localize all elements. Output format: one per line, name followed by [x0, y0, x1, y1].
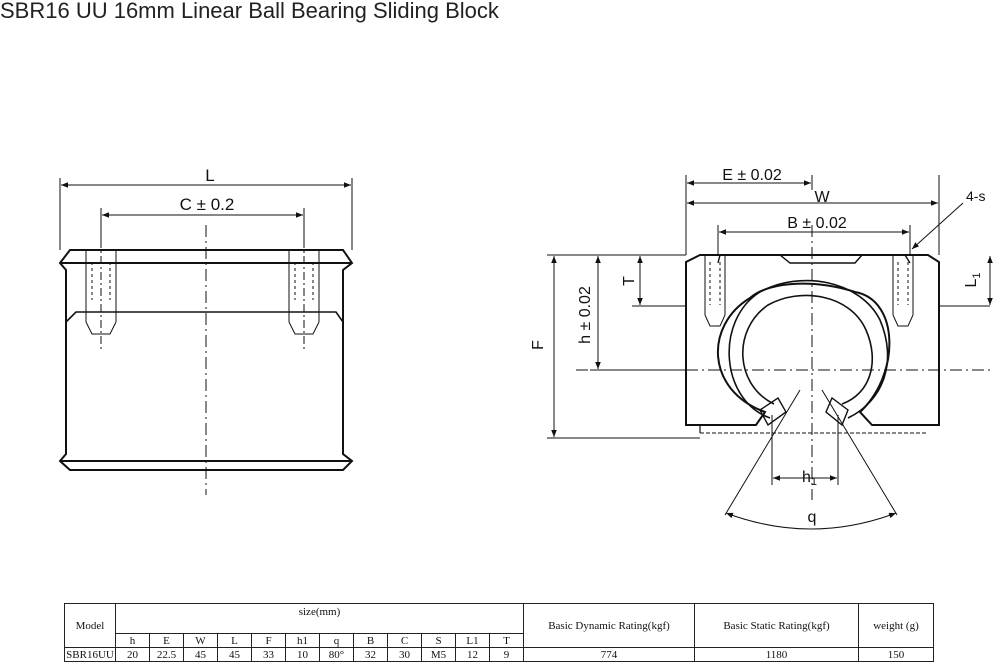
- leader-4-s: [911, 202, 964, 250]
- side-view-top-rail: [717, 254, 911, 264]
- dim-label-E: E ± 0.02: [722, 167, 782, 184]
- cell-value: 12: [455, 647, 490, 662]
- col-header: W: [183, 633, 218, 648]
- col-header: E: [149, 633, 184, 648]
- dim-label-h: h ± 0.02: [577, 286, 594, 344]
- col-header: h: [115, 633, 150, 648]
- cell-value: 33: [251, 647, 286, 662]
- cell-value: M5: [421, 647, 456, 662]
- q-angle-left: [724, 389, 801, 516]
- header-static-rating: Basic Static Rating(kgf): [694, 603, 859, 648]
- col-header: B: [353, 633, 388, 648]
- dim-label-C: C ± 0.2: [180, 195, 235, 214]
- header-size: size(mm): [115, 603, 524, 634]
- col-header: q: [319, 633, 354, 648]
- front-view-tapped-hole-left: [85, 250, 117, 335]
- dim-label-B: B ± 0.02: [787, 215, 847, 232]
- front-view: [58, 225, 354, 495]
- cell-value: 20: [115, 647, 150, 662]
- table-row: SBR16UU 20 22.5 45 45 33 10 80° 32 30 M5…: [64, 647, 934, 662]
- side-view-bearing-outer: [728, 279, 889, 419]
- dim-label-h1: h1: [802, 469, 817, 488]
- dim-label-q: q: [808, 509, 817, 526]
- dim-label-W: W: [814, 189, 830, 206]
- dim-label-L1: L1: [963, 272, 983, 287]
- cell-static-rating: 1180: [694, 647, 859, 662]
- cell-value: 32: [353, 647, 388, 662]
- page-title: SBR16 UU 16mm Linear Ball Bearing Slidin…: [0, 0, 499, 23]
- col-header: C: [387, 633, 422, 648]
- side-view-tapped-hole-right: [892, 255, 914, 327]
- spec-table: Model size(mm) Basic Dynamic Rating(kgf)…: [64, 603, 934, 662]
- cell-weight: 150: [858, 647, 934, 662]
- dim-label-4-s: 4-s: [966, 188, 985, 204]
- side-view: [576, 225, 992, 500]
- side-view-seal-left: [759, 397, 787, 427]
- dim-label-T: T: [621, 276, 638, 286]
- dim-label-L: L: [205, 166, 214, 185]
- col-header: S: [421, 633, 456, 648]
- cell-value: 45: [217, 647, 252, 662]
- front-view-dimensions: [59, 178, 353, 250]
- cell-value: 22.5: [149, 647, 184, 662]
- cell-value: 30: [387, 647, 422, 662]
- q-angle-right: [821, 389, 898, 516]
- side-view-tapped-hole-left: [704, 255, 726, 327]
- technical-drawing: L C ± 0.2: [58, 166, 993, 530]
- front-view-lower-block: [65, 311, 344, 323]
- col-header: L: [217, 633, 252, 648]
- dim-label-F: F: [530, 340, 547, 350]
- cell-value: 80°: [319, 647, 354, 662]
- side-view-bearing-inner: [742, 294, 874, 405]
- col-header: h1: [285, 633, 320, 648]
- cell-dynamic-rating: 774: [523, 647, 695, 662]
- col-header: T: [489, 633, 524, 648]
- col-header: L1: [455, 633, 490, 648]
- header-dynamic-rating: Basic Dynamic Rating(kgf): [523, 603, 695, 648]
- header-model: Model: [64, 603, 116, 648]
- cell-value: 9: [489, 647, 524, 662]
- header-weight: weight (g): [858, 603, 934, 648]
- cell-value: 45: [183, 647, 218, 662]
- col-header: F: [251, 633, 286, 648]
- front-view-tapped-hole-right: [288, 250, 320, 335]
- side-view-dimensions: [547, 175, 993, 530]
- cell-value: 10: [285, 647, 320, 662]
- dim-arc-q: [725, 512, 897, 530]
- cell-model: SBR16UU: [64, 647, 116, 662]
- side-view-seal-right: [825, 396, 849, 427]
